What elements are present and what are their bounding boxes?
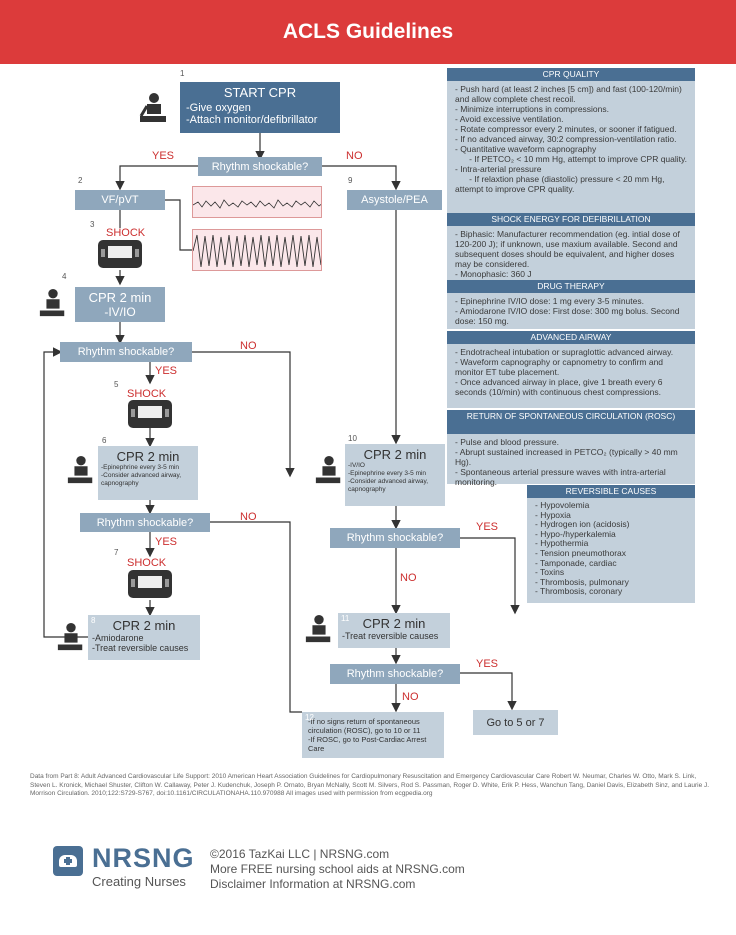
step-number-5: 5 [114, 380, 119, 389]
yes-label-3: YES [155, 536, 178, 548]
page-header: ACLS Guidelines [0, 0, 736, 64]
cpr-person-icon [304, 614, 334, 649]
cpr-8-title: CPR 2 min [112, 618, 176, 633]
yes-label-5: YES [476, 658, 499, 670]
cpr-person-icon [38, 288, 68, 323]
info-panel-advanced-airway: ADVANCED AIRWAY - Endotracheal intubatio… [447, 331, 695, 408]
defibrillator-icon [128, 400, 172, 428]
cpr-8-line2: -Treat reversible causes [92, 643, 189, 653]
step-number-8: 8 [91, 616, 96, 625]
no-label-2: NO [240, 340, 257, 352]
no-label-4: NO [400, 572, 417, 584]
ecg-strip-vt [192, 229, 322, 271]
cpr-10-line1: -IV/IO [348, 462, 365, 469]
cpr-4-line1: -IV/IO [104, 305, 136, 319]
go-to-5-or-7-box: Go to 5 or 7 [473, 710, 558, 735]
cpr-4-title: CPR 2 min [88, 290, 152, 305]
cpr-box-10: CPR 2 min -IV/IO -Epinephrine every 3-5 … [345, 444, 445, 506]
panel-title-shock-energy: SHOCK ENERGY FOR DEFIBRILLATION [447, 213, 695, 226]
no-label-5: NO [402, 691, 419, 703]
panel-body-drug-therapy: - Epinephrine IV/IO dose: 1 mg every 3-5… [447, 293, 695, 329]
rhythm-check-5: Rhythm shockable? [330, 664, 460, 684]
asystole-pea-box: Asystole/PEA [347, 190, 442, 210]
cpr-11-line1: -Treat reversible causes [342, 631, 439, 641]
page-title: ACLS Guidelines [282, 20, 454, 43]
step-number-10: 10 [348, 434, 357, 443]
panel-title-reversible-causes: REVERSIBLE CAUSES [527, 485, 695, 498]
start-cpr-line2: -Attach monitor/defibrillator [186, 114, 318, 126]
info-panel-rosc: RETURN OF SPONTANEOUS CIRCULATION (ROSC)… [447, 410, 695, 487]
yes-label-1: YES [152, 150, 175, 162]
cpr-box-8: 8 CPR 2 min -Amiodarone -Treat reversibl… [88, 615, 200, 660]
step-number-11: 11 [341, 614, 350, 623]
panel-title-rosc: RETURN OF SPONTANEOUS CIRCULATION (ROSC) [447, 410, 695, 434]
step-number-12: 12 [305, 713, 314, 722]
cpr-8-line1: -Amiodarone [92, 633, 144, 643]
vf-pvt-box: VF/pVT [75, 190, 165, 210]
step-number-4: 4 [62, 272, 67, 281]
step-number-1: 1 [180, 69, 185, 78]
panel-body-cpr-quality: - Push hard (at least 2 inches [5 cm]) a… [447, 81, 695, 213]
cpr-6-title: CPR 2 min [116, 449, 180, 464]
no-label-3: NO [240, 511, 257, 523]
step-number-7: 7 [114, 548, 119, 557]
step-number-9: 9 [348, 176, 353, 185]
cpr-person-icon [314, 455, 344, 490]
logo-wordmark: NRSNG [92, 843, 195, 873]
panel-title-cpr-quality: CPR QUALITY [447, 68, 695, 81]
rhythm-check-4: Rhythm shockable? [330, 528, 460, 548]
cpr-10-line2: -Epinephrine every 3-5 min [348, 470, 427, 477]
cpr-box-11: 11 CPR 2 min -Treat reversible causes [338, 613, 450, 648]
panel-body-advanced-airway: - Endotracheal intubation or supraglotti… [447, 344, 695, 408]
info-panel-cpr-quality: CPR QUALITY - Push hard (at least 2 inch… [447, 68, 695, 213]
panel-title-advanced-airway: ADVANCED AIRWAY [447, 331, 695, 344]
cpr-person-icon [138, 92, 170, 129]
rhythm-check-3: Rhythm shockable? [80, 513, 210, 532]
promo-line: More FREE nursing school aids at NRSNG.c… [210, 862, 465, 876]
rhythm-check-1: Rhythm shockable? [198, 157, 322, 176]
rhythm-check-2: Rhythm shockable? [60, 342, 192, 362]
info-panel-drug-therapy: DRUG THERAPY - Epinephrine IV/IO dose: 1… [447, 280, 695, 329]
shock-label-5: SHOCK [127, 388, 167, 400]
start-cpr-title: START CPR [223, 85, 297, 100]
defibrillator-icon [128, 570, 172, 598]
logo-tagline: Creating Nurses [92, 874, 186, 889]
copyright-line: ©2016 TazKai LLC | NRSNG.com [210, 847, 390, 861]
defibrillator-icon [98, 240, 142, 268]
cpr-10-line3: -Consider advanced airway, capnography [348, 478, 429, 493]
no-label-1: NO [346, 150, 363, 162]
cpr-11-title: CPR 2 min [362, 616, 426, 631]
nurse-cap-logo-icon [53, 846, 83, 876]
cpr-box-6: CPR 2 min -Epinephrine every 3-5 min -Co… [98, 446, 198, 500]
cpr-6-line2: -Consider advanced airway, capnography [101, 472, 182, 487]
yes-label-4: YES [476, 521, 499, 533]
step-number-6: 6 [102, 436, 107, 445]
info-panel-reversible-causes: REVERSIBLE CAUSES - Hypovolemia - Hypoxi… [527, 485, 695, 603]
panel-body-rosc: - Pulse and blood pressure. - Abrupt sus… [447, 434, 695, 487]
cpr-person-icon [66, 455, 96, 490]
panel-body-reversible-causes: - Hypovolemia - Hypoxia - Hydrogen ion (… [527, 498, 695, 603]
disclaimer-line: Disclaimer Information at NRSNG.com [210, 877, 416, 891]
start-cpr-box: START CPR -Give oxygen -Attach monitor/d… [180, 82, 340, 133]
panel-title-drug-therapy: DRUG THERAPY [447, 280, 695, 293]
shock-label-7: SHOCK [127, 557, 167, 569]
citation-text: Data from Part 8: Adult Advanced Cardiov… [30, 773, 710, 797]
step-number-3: 3 [90, 220, 95, 229]
start-cpr-line1: -Give oxygen [186, 102, 251, 114]
step-number-2: 2 [78, 176, 83, 185]
cpr-box-4: CPR 2 min -IV/IO [75, 287, 165, 322]
yes-label-2: YES [155, 365, 178, 377]
shock-label-3: SHOCK [106, 227, 146, 239]
rosc-line2: -If ROSC, go to Post-Cardiac Arrest Care [308, 735, 427, 753]
rosc-line1: -If no signs return of spontaneous circu… [308, 717, 421, 735]
cpr-10-title: CPR 2 min [363, 447, 427, 462]
cpr-person-icon [56, 622, 86, 657]
ecg-strip-vf [192, 186, 322, 218]
cpr-6-line1: -Epinephrine every 3-5 min [101, 464, 180, 471]
rosc-decision-box: 12 -If no signs return of spontaneous ci… [302, 712, 444, 758]
